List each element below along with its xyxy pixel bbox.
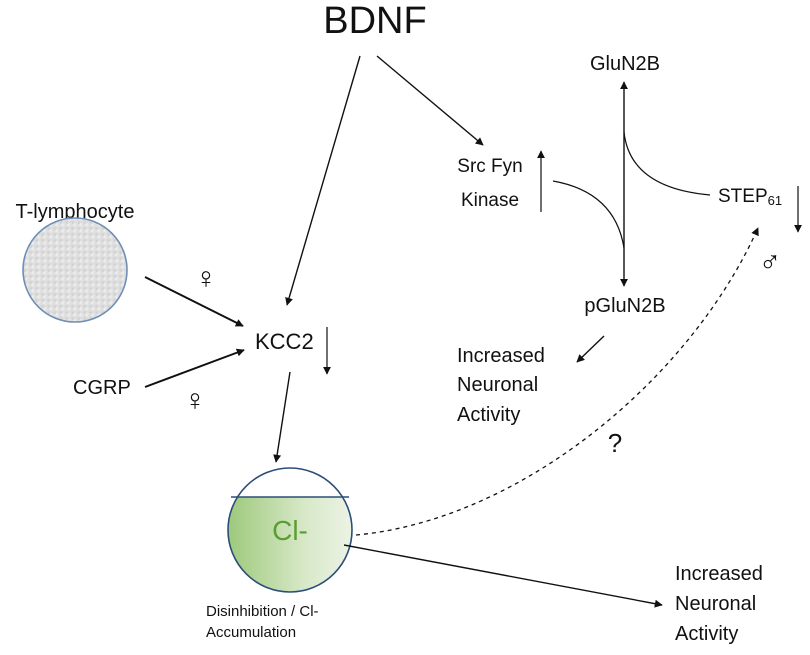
step61-label: STEP61 xyxy=(718,186,782,208)
arrow-cgrp-to-kcc2 xyxy=(144,348,245,388)
disinhibition-line1: Disinhibition / Cl- xyxy=(206,603,319,620)
src-fyn-label: Src Fyn xyxy=(457,156,522,177)
kinase-label: Kinase xyxy=(461,190,519,211)
disinhibition-line2: Accumulation xyxy=(206,624,296,641)
increased-activity-top-line1: Increased xyxy=(457,345,545,367)
chloride-cell xyxy=(227,467,353,593)
arrow-t-lymphocyte-to-kcc2 xyxy=(144,276,244,327)
cgrp-label: CGRP xyxy=(73,377,131,399)
increased-activity-bottom-line2: Neuronal xyxy=(675,593,756,615)
bdnf-label: BDNF xyxy=(323,0,426,42)
increased-activity-top-line2: Neuronal xyxy=(457,374,538,396)
arrow-bdnf-to-src-fyn xyxy=(376,55,484,146)
female-symbol-bottom: ♀ xyxy=(184,384,207,417)
step-subscript: 61 xyxy=(768,193,782,208)
chloride-label: Cl- xyxy=(272,515,308,546)
step-curve xyxy=(623,131,711,196)
glun2b-label: GluN2B xyxy=(590,53,660,75)
t-lymphocyte-label: T-lymphocyte xyxy=(16,201,135,223)
male-symbol: ♂ xyxy=(759,246,782,279)
dashed-link-chloride-to-step61 xyxy=(355,227,759,536)
step-base: STEP xyxy=(718,186,768,207)
female-symbol-top: ♀ xyxy=(195,262,218,295)
question-mark: ? xyxy=(608,428,622,458)
arrow-chloride-to-activity xyxy=(343,544,663,608)
pglun2b-label: pGluN2B xyxy=(584,295,665,317)
t-lymphocyte-cell xyxy=(22,217,128,323)
increased-activity-bottom-line3: Activity xyxy=(675,623,738,645)
arrow-pglun2b-to-activity xyxy=(576,335,605,363)
src-fyn-curve xyxy=(552,180,625,249)
increased-activity-top-line3: Activity xyxy=(457,404,520,426)
arrow-bdnf-to-kcc2 xyxy=(285,55,361,306)
kcc2-label: KCC2 xyxy=(255,329,314,354)
arrow-kcc2-to-chloride xyxy=(273,371,291,463)
increased-activity-bottom-line1: Increased xyxy=(675,563,763,585)
